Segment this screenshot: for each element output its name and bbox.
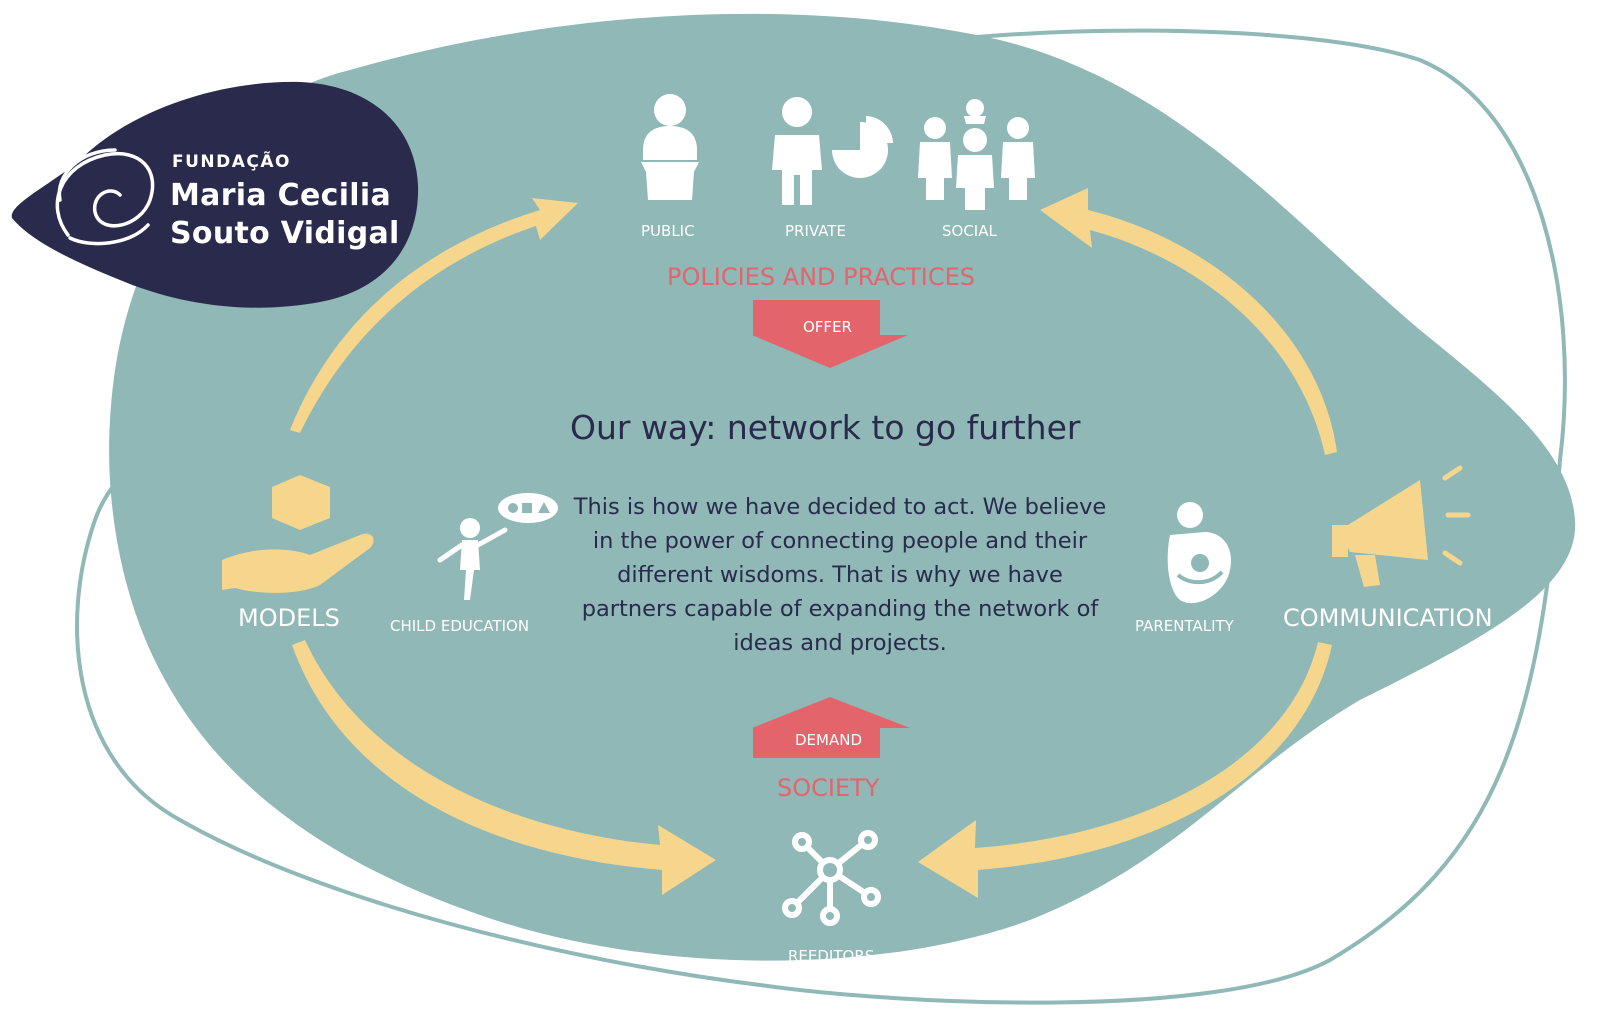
parentality-label: PARENTALITY [1135, 617, 1234, 635]
arrow-communication-to-policies [1040, 188, 1337, 455]
logo-swirl-icon [55, 148, 155, 246]
demand-arrow [752, 697, 910, 758]
private-label: PRIVATE [785, 222, 846, 240]
outline-loop [75, 28, 1567, 1005]
child-education-label: CHILD EDUCATION [390, 617, 530, 635]
main-heading: Our way: network to go further [570, 408, 1081, 447]
main-paragraph: This is how we have decided to act. We b… [573, 494, 1107, 656]
parentality-icon [1167, 502, 1231, 604]
private-icon [772, 97, 893, 205]
arrow-models-to-policies [290, 198, 578, 433]
logo-foundation-label: FUNDAÇÃO [172, 152, 291, 172]
public-label: PUBLIC [641, 222, 695, 240]
child-education-icon [437, 493, 558, 600]
logo-blob [11, 81, 419, 308]
communication-icon [1332, 465, 1471, 587]
logo-name-line1: Maria Cecilia [170, 178, 392, 213]
policies-title: POLICIES AND PRACTICES [667, 263, 975, 291]
offer-label: OFFER [803, 318, 852, 336]
arrow-communication-to-reeditors [918, 642, 1332, 898]
society-title: SOCIETY [777, 774, 880, 802]
social-icon [918, 99, 1035, 210]
arrows [290, 188, 1337, 898]
public-icon [641, 94, 699, 200]
arrow-models-to-reeditors [292, 640, 716, 895]
demand-label: DEMAND [795, 731, 863, 749]
logo-name-line2: Souto Vidigal [170, 216, 400, 251]
offer-arrow [752, 300, 908, 368]
models-icon [222, 475, 374, 593]
communication-label: COMMUNICATION [1283, 604, 1493, 632]
social-label: SOCIAL [942, 222, 997, 240]
reeditors-icon [782, 830, 881, 926]
reeditors-label: REEDITORS [788, 947, 875, 965]
models-label: MODELS [238, 604, 340, 632]
